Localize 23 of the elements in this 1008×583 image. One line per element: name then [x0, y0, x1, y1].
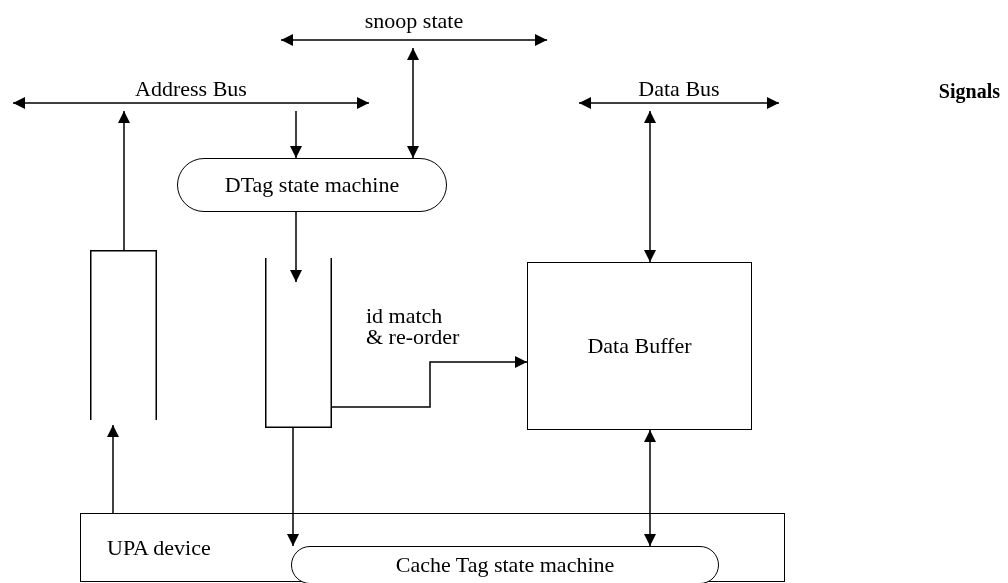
node-label: snoop state: [364, 10, 464, 32]
node-label: Data Buffer: [587, 335, 692, 357]
buffer-box: [527, 262, 752, 430]
arrow: [644, 429, 656, 547]
queue-shape: [90, 250, 157, 420]
node-label: UPA device: [107, 536, 211, 559]
node-label: Address Bus: [135, 78, 247, 100]
arrow: [290, 110, 302, 159]
state-machine-box: [291, 546, 719, 583]
node-label: DTag state machine: [224, 174, 400, 196]
state-machine-box: [177, 158, 447, 212]
arrow: [107, 424, 119, 514]
arrow: [287, 427, 299, 547]
device-box: [80, 513, 785, 582]
node-label: Data Bus: [638, 78, 720, 100]
arrow: [118, 110, 130, 251]
arrow: [644, 110, 656, 263]
queue-shape: [265, 258, 332, 428]
arrow: [407, 47, 419, 159]
arrow: [290, 211, 302, 283]
arrow: [331, 356, 528, 408]
node-label: Cache Tag state machine: [395, 554, 615, 576]
diagram-title: Signals: [938, 80, 1000, 103]
